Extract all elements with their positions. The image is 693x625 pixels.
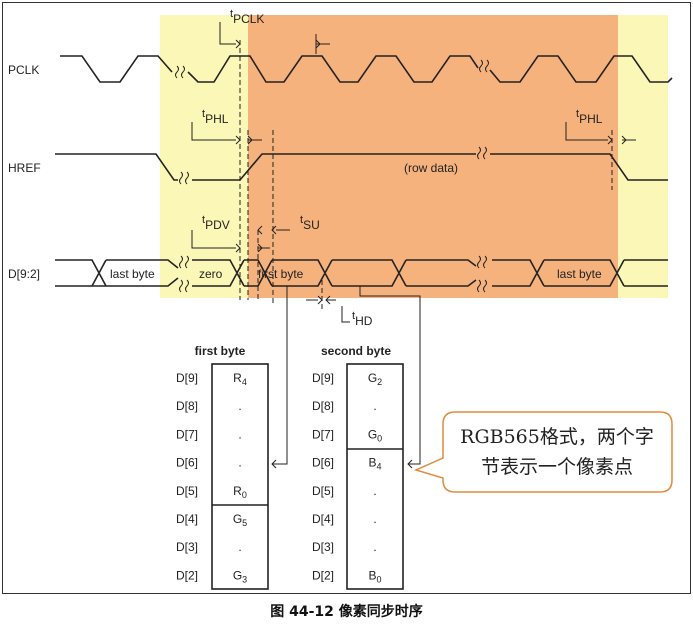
first-byte-value-3: . [238,456,241,470]
first-byte-pin-6: D[3] [176,540,198,554]
tpclk-label: tPCLK [230,8,264,26]
first-byte-table [211,363,269,590]
tsu-bracket [257,225,290,235]
second-byte-pin-2: D[7] [312,427,334,441]
tphl-left-label: tPHL [202,108,229,126]
orange-band [248,15,618,298]
data-cell-zero: zero [199,267,223,281]
second-byte-pin-7: D[2] [312,568,334,582]
data-cell-first-byte: first byte [258,267,304,281]
second-byte-table [346,363,404,590]
tpdv-bracket [191,230,270,253]
tphl-left-bracket [191,122,262,145]
second-byte-value-2: G0 [368,427,382,443]
second-byte-title: second byte [321,344,391,358]
second-byte-pin-5: D[4] [312,512,334,526]
pclk-waveform [60,55,673,83]
second-byte-value-4: . [373,484,376,498]
data-cell-last-byte-1: last byte [110,267,155,281]
tphl-right-bracket [565,122,636,145]
second-byte-pin-6: D[3] [312,540,334,554]
data-cell-last-byte-2: last byte [557,267,602,281]
first-byte-value-6: . [238,540,241,554]
callout-line-1: RGB565格式，两个字 [460,426,654,448]
second-byte-pin-3: D[6] [312,456,334,470]
diagram-frame [2,2,691,594]
pclk-break-marks [175,59,489,79]
first-byte-value-7: G3 [233,568,247,584]
second-byte-pin-1: D[8] [312,399,334,413]
second-byte-pin-4: D[5] [312,484,334,498]
first-byte-pin-5: D[4] [176,512,198,526]
data-break-marks [179,255,487,293]
href-waveform [55,153,668,181]
first-byte-pin-1: D[8] [176,399,198,413]
first-byte-pin-4: D[5] [176,484,198,498]
second-byte-value-3: B4 [368,456,381,472]
thd-label: tHD [352,310,373,328]
href-break-marks [179,146,487,185]
second-byte-value-0: G2 [368,371,382,387]
first-byte-pin-3: D[6] [176,456,198,470]
data-bus-waveform [55,259,668,287]
callout-text: RGB565格式，两个字 节表示一个像素点 [448,422,666,482]
first-byte-rows: D[9] R4D[8]. D[7]. D[6]. D[5] R0D[4] G5D[3]. D[… [176,371,247,584]
second-byte-value-6: . [373,540,376,554]
tsu-label: tSU [300,214,320,232]
data-bus-label: D[9:2] [8,267,40,281]
first-byte-value-5: G5 [233,512,247,528]
second-byte-rows: D[9] G2D[8]. D[7] G0D[6] B4D[5]. D[4]. D[3]. D[… [312,371,382,584]
second-byte-value-5: . [373,512,376,526]
byte-routing-lines [271,286,421,469]
tpdv-label: tPDV [202,214,230,232]
first-byte-pin-7: D[2] [176,568,198,582]
first-byte-value-0: R4 [233,371,247,387]
second-byte-value-1: . [373,399,376,413]
tphl-right-label: tPHL [576,108,603,126]
first-byte-pin-2: D[7] [176,427,198,441]
tpclk-bracket [219,22,330,54]
first-byte-value-2: . [238,427,241,441]
pclk-label: PCLK [8,63,39,77]
callout-line-2: 节表示一个像素点 [480,456,633,478]
row-data-label: (row data) [404,161,458,175]
second-byte-pin-0: D[9] [312,371,334,385]
thd-bracket [306,295,350,323]
first-byte-title: first byte [195,344,246,358]
first-byte-pin-0: D[9] [176,371,198,385]
callout-bubble [413,411,673,493]
first-byte-value-1: . [238,399,241,413]
figure-caption: 图 44-12 像素同步时序 [270,604,423,620]
first-byte-value-4: R0 [233,484,247,500]
second-byte-value-7: B0 [368,568,381,584]
href-label: HREF [8,161,41,175]
